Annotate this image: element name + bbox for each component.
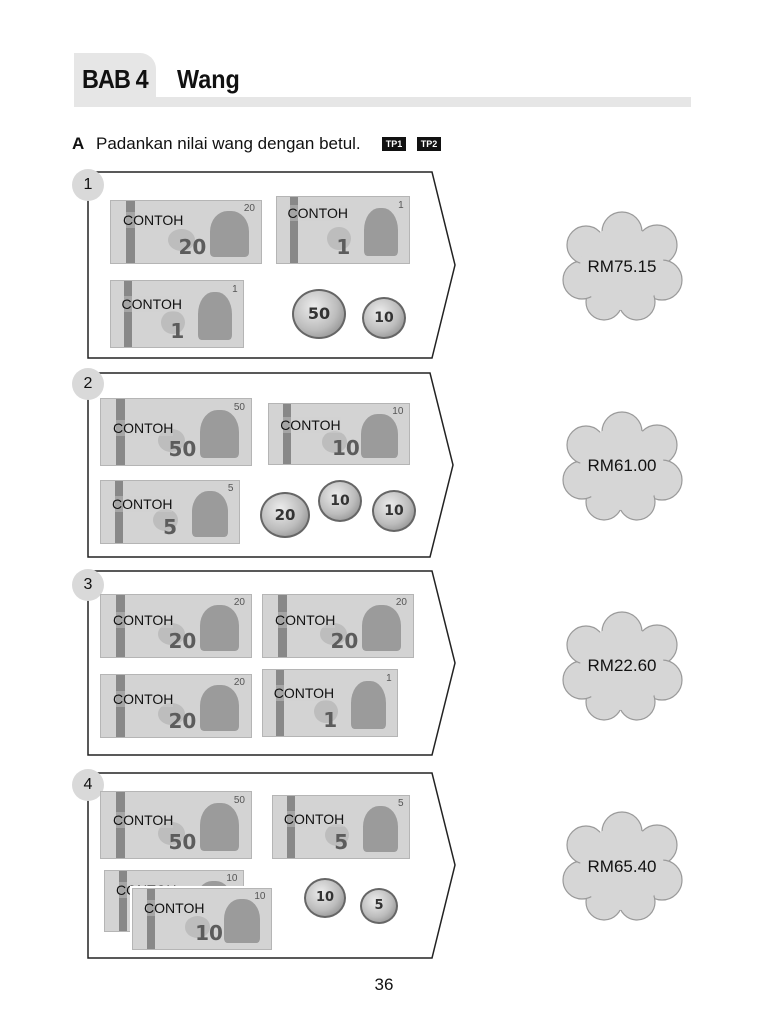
- tp1-badge: TP1: [382, 137, 406, 151]
- question-2-frame: [87, 372, 454, 558]
- question-1-number: 1: [72, 169, 104, 201]
- question-2-number: 2: [72, 368, 104, 400]
- coin-10-sen: 10: [318, 480, 362, 522]
- coin-10-sen: 10: [304, 878, 346, 918]
- chapter-title: Wang: [177, 64, 240, 94]
- coin-5-sen: 5: [360, 888, 398, 924]
- coin-10-sen: 10: [372, 490, 416, 532]
- answer-amount-1[interactable]: RM75.15: [587, 257, 657, 276]
- question-3-number: 3: [72, 569, 104, 601]
- question-4-number: 4: [72, 769, 104, 801]
- answer-cloud-3: [562, 611, 683, 721]
- instruction-text: Padankan nilai wang dengan betul.: [96, 134, 361, 153]
- tp2-badge: TP2: [417, 137, 441, 151]
- coin-10-sen: 10: [362, 297, 406, 339]
- page-number: 36: [374, 975, 394, 994]
- answer-cloud-1: [562, 211, 683, 321]
- answer-amount-4[interactable]: RM65.40: [587, 857, 657, 876]
- answer-cloud-2: [562, 411, 683, 521]
- answer-amount-3[interactable]: RM22.60: [587, 656, 657, 675]
- section-letter: A: [72, 134, 85, 153]
- question-1-frame: [87, 171, 456, 359]
- answer-amount-2[interactable]: RM61.00: [587, 456, 657, 475]
- coin-20-sen: 20: [260, 492, 310, 538]
- chapter-tab: [74, 53, 156, 107]
- coin-50-sen: 50: [292, 289, 346, 339]
- chapter-number: BAB 4: [82, 64, 149, 94]
- question-3-frame: [87, 570, 456, 756]
- chapter-rule: [156, 97, 691, 107]
- answer-cloud-4: [562, 811, 683, 921]
- question-4-frame: [87, 772, 456, 959]
